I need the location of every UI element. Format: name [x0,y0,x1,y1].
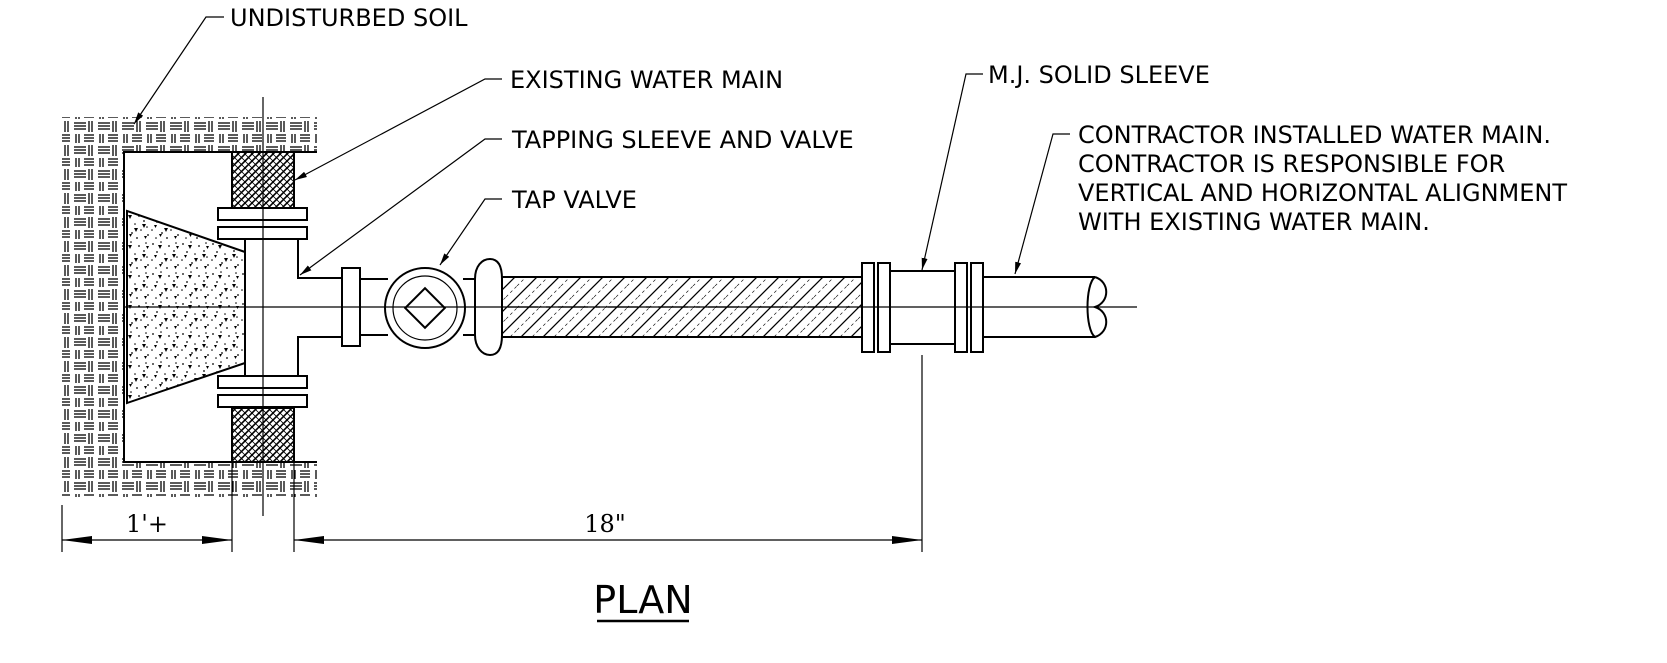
label-contractor-line-4: WITH EXISTING WATER MAIN. [1078,208,1430,236]
pipe-continuation [983,276,1108,339]
dimension-lines [61,355,923,552]
drawing-title: PLAN [593,578,692,622]
label-contractor-line-2: CONTRACTOR IS RESPONSIBLE FOR [1078,150,1505,178]
label-contractor-line-3: VERTICAL AND HORIZONTAL ALIGNMENT [1078,179,1567,207]
dim-right-value: 18" [584,510,626,538]
leader-lines [133,16,1070,276]
label-existing-water-main: EXISTING WATER MAIN [510,66,783,94]
dim-left-value: 1'+ [126,510,168,538]
label-tap-valve: TAP VALVE [511,186,637,214]
label-undisturbed-soil: UNDISTURBED SOIL [230,4,468,32]
label-tapping-sleeve: TAPPING SLEEVE AND VALVE [511,126,854,154]
label-mj-sleeve: M.J. SOLID SLEEVE [988,61,1210,89]
tap-valve [360,267,475,349]
label-contractor-line-1: CONTRACTOR INSTALLED WATER MAIN. [1078,121,1551,149]
